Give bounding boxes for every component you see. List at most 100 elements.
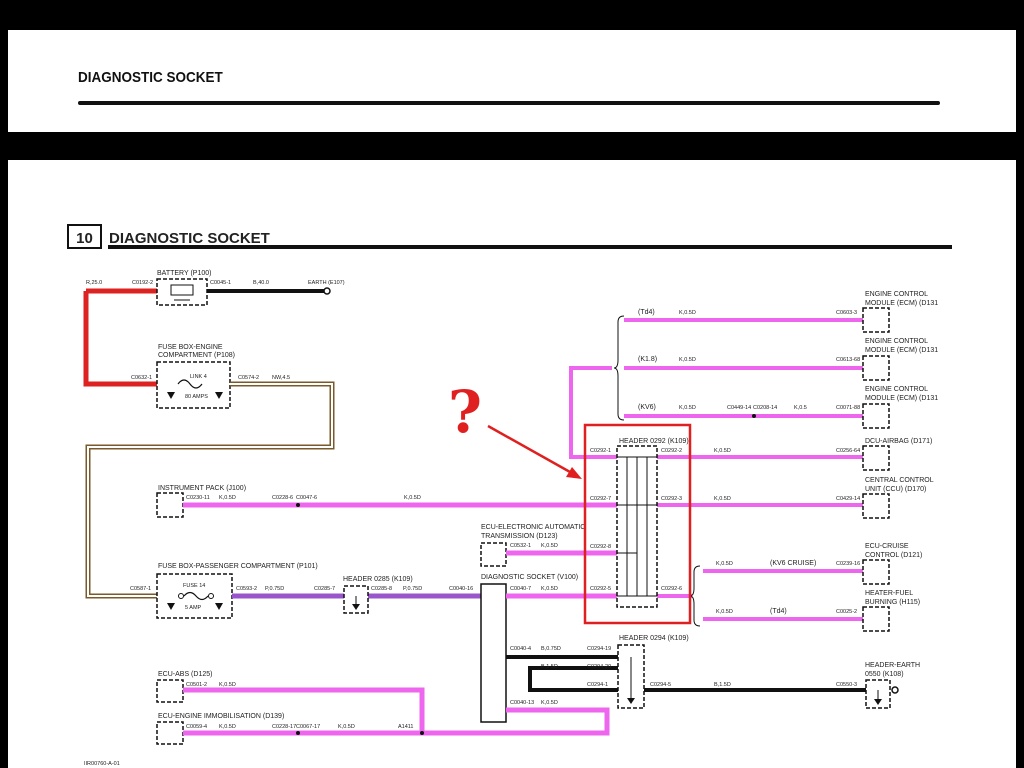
heater-box — [862, 606, 890, 632]
connector-label: C0294-1 — [587, 682, 608, 688]
header-earth-label-line1: HEADER-EARTH — [865, 662, 920, 669]
instrument-pack-box — [156, 492, 184, 518]
ground-arrow-icon — [167, 603, 175, 610]
wire-label: K,0.5D — [404, 495, 421, 501]
connector-label: C0587-1 — [130, 586, 151, 592]
connector-label: C0230-11 — [186, 495, 210, 501]
ecu-cruise-box — [862, 559, 890, 585]
wire-label: NW,4.5 — [272, 375, 290, 381]
heater-label-line1: HEATER-FUEL — [865, 590, 913, 597]
connector-label: C0449-14 — [727, 405, 751, 411]
fuse-box-engine — [156, 361, 231, 409]
wire-label: P,0.75D — [265, 586, 284, 592]
dcu-airbag-label: DCU-AIRBAG (D171) — [865, 438, 932, 445]
header0292-label: HEADER 0292 (K109) — [619, 438, 689, 445]
battery-box — [156, 278, 208, 306]
wire-label: B,0.75D — [541, 646, 561, 652]
connector-label: C0294-5 — [650, 682, 671, 688]
ecu-immob-wire — [183, 707, 610, 736]
connector-label: C0192-2 — [132, 280, 153, 286]
ecu-abs-box — [156, 679, 184, 703]
connector-label: C0067-17 — [296, 724, 320, 730]
fuse14-label: FUSE 14 — [183, 583, 205, 589]
wire-label: K,0.5D — [716, 561, 733, 567]
ecu-immob-box — [156, 721, 184, 745]
wire-label: K,0.5D — [219, 495, 236, 501]
section-number-box — [67, 224, 102, 249]
section-rule — [108, 245, 952, 249]
connector-label: C0025-2 — [836, 609, 857, 615]
fuse-engine-label-line1: FUSE BOX-ENGINE — [158, 344, 223, 351]
wire-label: K,0.5D — [679, 310, 696, 316]
earth-point — [323, 287, 331, 295]
amps80-label: 80 AMPS — [185, 394, 208, 400]
ecm3-label-line2: MODULE (ECM) (D131 — [865, 395, 938, 402]
connector-label: C0292-8 — [590, 544, 611, 550]
wire-label: K,0.5D — [716, 609, 733, 615]
wire-label: K,0.5D — [338, 724, 355, 730]
battery-feed-wire — [83, 288, 157, 387]
ccu-label-line1: CENTRAL CONTROL — [865, 477, 934, 484]
connector-label: C0593-2 — [236, 586, 257, 592]
ecu-immob-label: ECU-ENGINE IMMOBILISATION (D139) — [158, 713, 284, 720]
fuse-icon — [183, 591, 209, 601]
wire-label: P,0.75D — [403, 586, 422, 592]
ground-arrow-icon — [215, 603, 223, 610]
header0294-label: HEADER 0294 (K109) — [619, 635, 689, 642]
wire-label: K,0.5D — [219, 682, 236, 688]
connector-label: C0040-13 — [510, 700, 534, 706]
connector-label: C0285-8 — [371, 586, 392, 592]
ecm2-label-line1: ENGINE CONTROL — [865, 338, 928, 345]
wire-label: B,1.5D — [714, 682, 731, 688]
connector-label: C0208-14 — [753, 405, 777, 411]
ground-arrow-icon — [167, 392, 175, 399]
ecm2-box — [862, 355, 890, 381]
page-title: DIAGNOSTIC SOCKET — [78, 69, 223, 86]
section-title: DIAGNOSTIC SOCKET — [109, 230, 270, 247]
connector-label: C0292-6 — [661, 586, 682, 592]
wire-label: K,0.5 — [794, 405, 807, 411]
ecm3-box — [862, 403, 890, 429]
variant-label: (KV6 CRUISE) — [770, 560, 816, 567]
battery-icon — [170, 284, 194, 296]
connector-label: C0292-3 — [661, 496, 682, 502]
ecm1-label-line1: ENGINE CONTROL — [865, 291, 928, 298]
nw-feed-wire — [85, 381, 335, 599]
connector-label: C0429-14 — [836, 496, 860, 502]
variant-label: (KV6) — [638, 404, 656, 411]
black-earth-wires — [506, 655, 866, 692]
amp5-label: 5 AMP — [185, 605, 202, 611]
connector-label: C0292-1 — [590, 448, 611, 454]
fuse-passenger-label: FUSE BOX-PASSENGER COMPARTMENT (P101) — [158, 563, 318, 570]
ccu-label-line2: UNIT (CCU) (D170) — [865, 486, 926, 493]
variant-label: (K1.8) — [638, 356, 657, 363]
ecm-feed-wire — [569, 366, 617, 459]
diag-socket-label: DIAGNOSTIC SOCKET (V100) — [481, 574, 578, 581]
ccu-box — [862, 493, 890, 519]
battery-label: BATTERY (P100) — [157, 270, 211, 277]
ecu-auto-label-line1: ECU-ELECTRONIC AUTOMATIC — [481, 524, 585, 531]
connector-label: C0285-7 — [314, 586, 335, 592]
connector-label: C0256-64 — [836, 448, 860, 454]
wire-label: K,0.5D — [541, 700, 558, 706]
connector-label: C0040-4 — [510, 646, 531, 652]
wire-label: K,0.5D — [219, 724, 236, 730]
connector-label: C0603-3 — [836, 310, 857, 316]
variant-label: (Td4) — [638, 309, 655, 316]
wire-label: K,0.5D — [679, 405, 696, 411]
ecm1-label-line2: MODULE (ECM) (D131 — [865, 300, 938, 307]
instrument-pack-label: INSTRUMENT PACK (J100) — [158, 485, 246, 492]
connector-label: C0292-5 — [590, 586, 611, 592]
fuse-box-passenger — [156, 573, 233, 619]
connector-label: C0059-4 — [186, 724, 207, 730]
connector-label: C0613-68 — [836, 357, 860, 363]
wire-label: K,0.5D — [541, 586, 558, 592]
connector-label: C0071-88 — [836, 405, 860, 411]
connector-label: C0292-2 — [661, 448, 682, 454]
header-earth-label-line2: 0550 (K108) — [865, 671, 904, 678]
question-mark: ? — [448, 378, 482, 446]
wire-label: B,40.0 — [253, 280, 269, 286]
wire-label: B,1.5D — [541, 664, 558, 670]
connector-label: C0239-16 — [836, 561, 860, 567]
